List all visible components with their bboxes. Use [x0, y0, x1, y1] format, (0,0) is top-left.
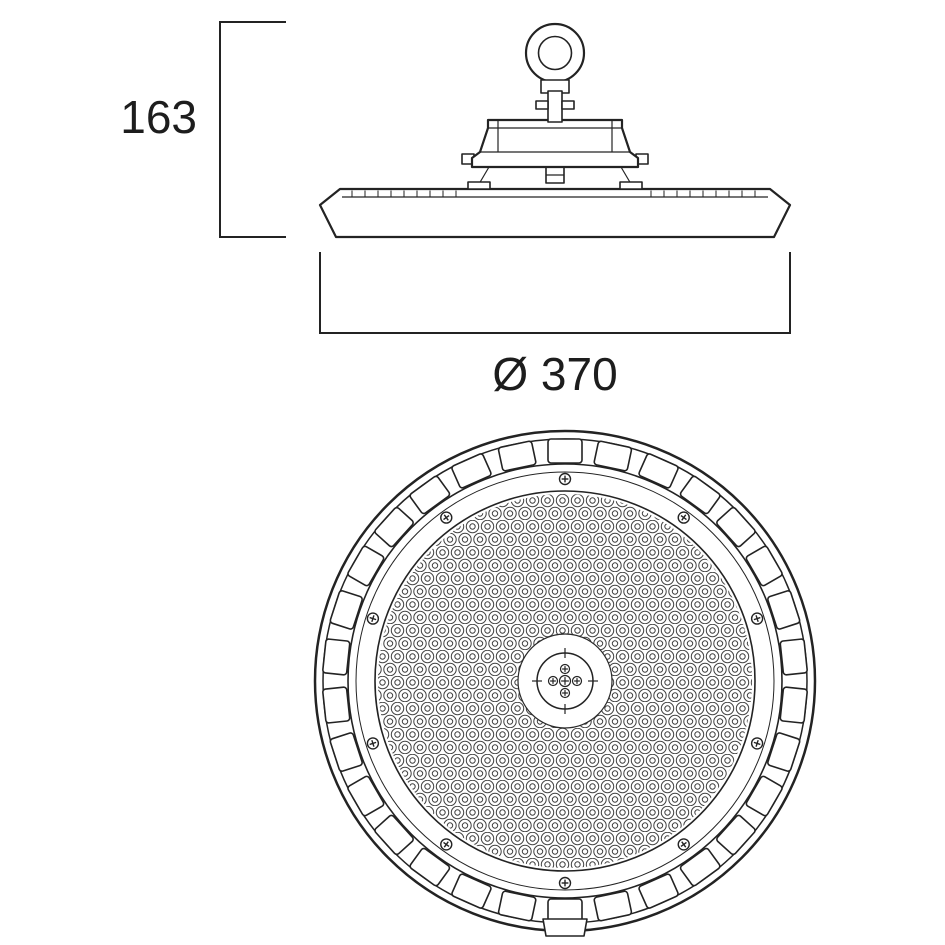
diameter-dimension-label: Ø 370 — [492, 348, 617, 400]
center-hub — [517, 633, 613, 729]
mounting-bracket — [467, 166, 643, 190]
eyebolt-pin-right — [561, 100, 575, 110]
hub-screw-cluster — [547, 663, 583, 699]
bracket-foot-right — [619, 181, 643, 190]
luminaire-body-side — [318, 187, 792, 239]
hub-ticks — [532, 648, 598, 714]
height-dimension-label: 163 — [120, 91, 197, 143]
height-dimension-bracket — [219, 21, 286, 238]
housing-step-circle — [355, 471, 775, 891]
heatsink-fin-ring — [322, 438, 808, 924]
screw-ring — [366, 472, 764, 890]
height-dimension: 163 — [120, 21, 286, 238]
top-fin-ticks — [351, 190, 756, 197]
body-disc-outline — [318, 187, 792, 239]
diameter-dimension-bracket — [319, 252, 791, 334]
lens-array-border — [374, 490, 756, 872]
eyebolt-ring — [524, 22, 586, 123]
fin-ring-inner-edge — [347, 463, 783, 899]
eyebolt-pin-left — [535, 100, 549, 110]
diameter-dimension: Ø 370 — [319, 252, 791, 400]
driver-housing — [461, 118, 649, 169]
bracket-foot-left — [467, 181, 491, 190]
cable-entry-tab — [542, 918, 588, 937]
driver-housing-outline — [470, 118, 640, 169]
side-view: 163 — [120, 21, 792, 400]
eyebolt-stem — [547, 90, 563, 123]
ring-inner — [537, 35, 573, 71]
bottom-view — [313, 429, 817, 937]
